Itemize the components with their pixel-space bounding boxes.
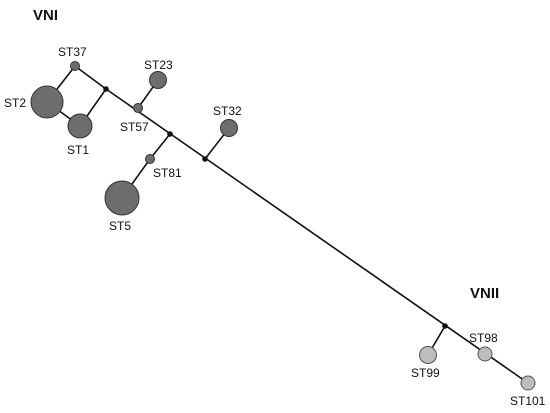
junction-point bbox=[202, 156, 208, 162]
group-label-vnii: VNII bbox=[470, 285, 499, 302]
label-st32: ST32 bbox=[213, 104, 242, 118]
node-st101 bbox=[520, 375, 536, 391]
label-st5: ST5 bbox=[109, 219, 131, 233]
edge-j2-st81 bbox=[149, 133, 171, 160]
label-st81: ST81 bbox=[153, 166, 182, 180]
label-st37: ST37 bbox=[58, 45, 87, 59]
node-st81 bbox=[145, 154, 155, 164]
junction-point bbox=[103, 86, 109, 92]
edge-st37-j1 bbox=[74, 65, 107, 90]
node-st37 bbox=[70, 61, 80, 71]
node-st2 bbox=[30, 85, 64, 119]
label-st101: ST101 bbox=[510, 394, 546, 408]
node-st99 bbox=[419, 346, 437, 364]
node-labels: ST37 ST2 ST1 ST23 ST57 ST32 ST81 ST5 ST9… bbox=[4, 45, 546, 408]
edge-main-branch bbox=[105, 88, 529, 384]
label-st2: ST2 bbox=[4, 96, 26, 110]
node-st1 bbox=[67, 113, 93, 139]
node-st57 bbox=[133, 103, 143, 113]
junction-point bbox=[442, 323, 448, 329]
label-st1: ST1 bbox=[67, 143, 89, 157]
group-label-vni: VNI bbox=[33, 7, 58, 24]
junction-point bbox=[167, 131, 173, 137]
node-st23 bbox=[149, 71, 167, 89]
label-st57: ST57 bbox=[120, 120, 149, 134]
node-st98 bbox=[477, 346, 493, 362]
label-st98: ST98 bbox=[469, 331, 498, 345]
label-st99: ST99 bbox=[411, 366, 440, 380]
node-st5 bbox=[104, 180, 140, 216]
junctions bbox=[103, 86, 448, 329]
label-st23: ST23 bbox=[144, 58, 173, 72]
vnii-nodes bbox=[419, 346, 536, 391]
node-st32 bbox=[220, 119, 238, 137]
vni-nodes bbox=[30, 61, 238, 216]
